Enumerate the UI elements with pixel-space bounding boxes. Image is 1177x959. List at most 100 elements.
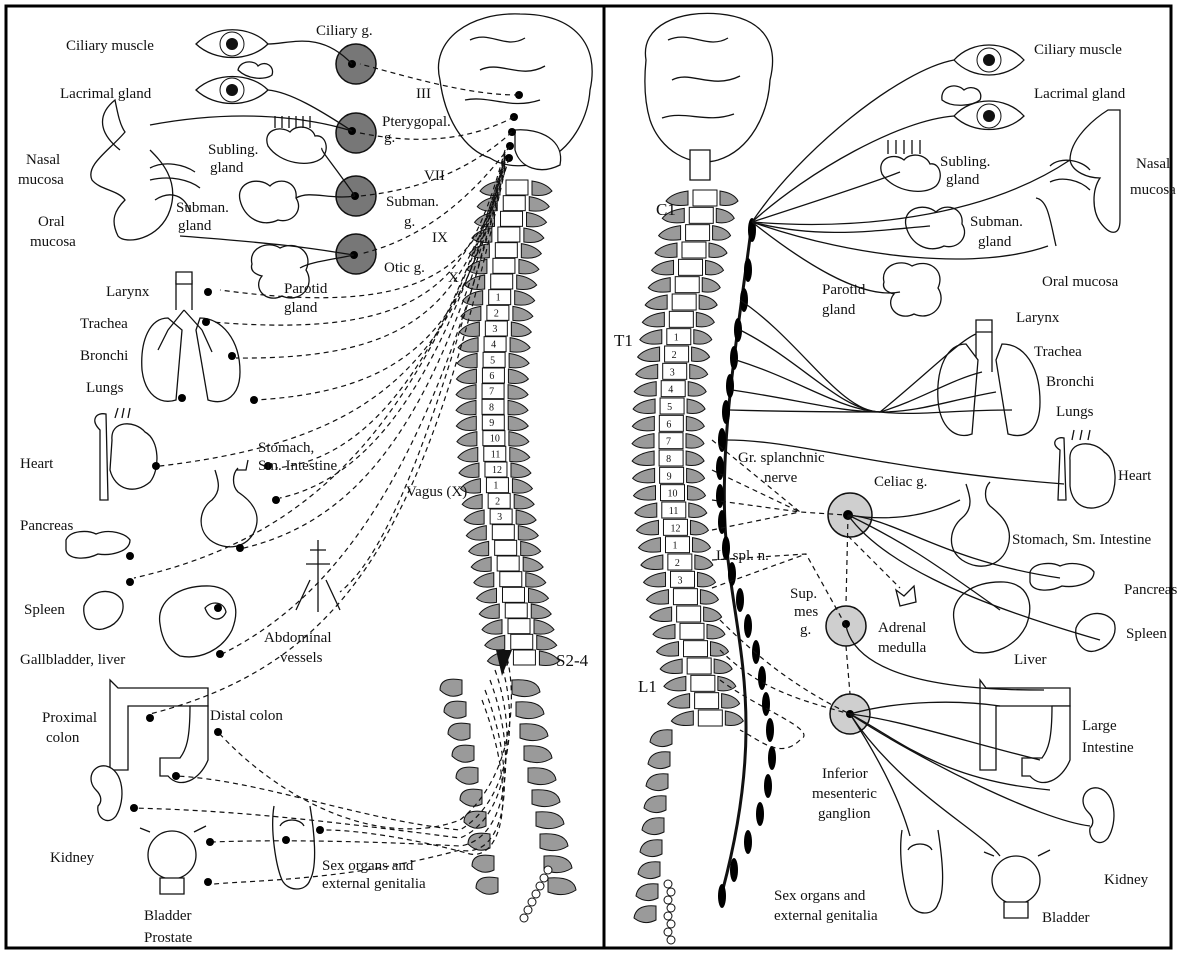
vertebral-process: [700, 590, 718, 605]
label-sex-organs-1-left: Sex organs and: [322, 858, 414, 874]
label-inferior-mes-3: ganglion: [818, 806, 871, 822]
vertebral-process: [457, 353, 477, 368]
vertebral-process: [632, 416, 654, 431]
label-lungs-right: Lungs: [1056, 404, 1094, 420]
vertebral-process: [648, 278, 670, 293]
chain-ganglion: [744, 614, 752, 638]
sacral-process: [528, 768, 556, 785]
spinal-segment: [500, 572, 522, 587]
vertebra-number: 2: [495, 496, 500, 507]
vertebra-number: 3: [678, 575, 683, 586]
chain-ganglion: [718, 884, 726, 908]
vertebral-process: [479, 604, 499, 619]
label-bladder-right: Bladder: [1042, 910, 1089, 926]
vertebral-process: [508, 385, 528, 400]
spinal-segment: [673, 589, 697, 605]
spinal-segment: [495, 243, 517, 258]
vertebral-process: [722, 694, 740, 709]
eye-lacrimal-left: [196, 62, 273, 104]
sacral-process: [642, 818, 664, 835]
label-distal-colon: Distal colon: [210, 708, 283, 724]
vertebra-number: 6: [489, 371, 494, 382]
label-large-intestine-1: Large: [1082, 718, 1117, 734]
label-stomach-1-left: Stomach,: [258, 440, 314, 456]
label-subman-g-2-left: g.: [404, 214, 415, 230]
label-gr-splanchnic-2: nerve: [764, 470, 798, 486]
sacral-process: [636, 884, 658, 901]
vertebral-process: [690, 364, 708, 379]
eye-ciliary-left: [196, 30, 268, 58]
vertebral-process: [508, 400, 528, 415]
vertebral-process: [664, 676, 686, 691]
vertebral-process: [634, 382, 656, 397]
vertebra-number: 1: [672, 541, 677, 552]
spinal-segment: [691, 675, 715, 691]
spinal-segment: [495, 540, 517, 555]
spinal-segment: [695, 693, 719, 709]
vertebral-process: [686, 416, 704, 431]
label-bladder-left: Bladder: [144, 908, 191, 924]
label-liver-right: Liver: [1014, 652, 1046, 668]
vertebra-number: 11: [491, 449, 501, 460]
vertebra-number: 1: [496, 293, 501, 304]
vertebral-process: [659, 226, 681, 241]
spinal-segment: [506, 180, 528, 195]
vertebral-process: [456, 369, 476, 384]
vertebral-process: [519, 259, 539, 274]
coccyx-segment: [667, 920, 675, 928]
label-spleen-right: Spleen: [1126, 626, 1167, 642]
vertebral-process: [510, 338, 530, 353]
vertebral-process: [509, 353, 529, 368]
vertebral-process: [657, 642, 679, 657]
vertebral-process: [713, 226, 731, 241]
vertebral-process: [526, 573, 546, 588]
vertebral-process: [686, 434, 704, 449]
label-bronchi-right: Bronchi: [1046, 374, 1094, 390]
label-sup-mes-2: mes: [794, 604, 818, 620]
sacral-process: [472, 855, 494, 872]
label-subman-2-right: gland: [978, 234, 1012, 250]
label-kidney-left: Kidney: [50, 850, 95, 866]
vertebral-process: [482, 620, 502, 635]
label-heart-right: Heart: [1118, 468, 1152, 484]
sacral-process: [548, 878, 576, 895]
label-oral-1-left: Oral: [38, 214, 65, 230]
vertebral-process: [508, 416, 528, 431]
label-kidney-right: Kidney: [1104, 872, 1149, 888]
label-inferior-mes-2: mesenteric: [812, 786, 877, 802]
label-sex-organs-1-right: Sex organs and: [774, 888, 866, 904]
vertebral-process: [508, 369, 528, 384]
vertebral-process: [692, 538, 710, 553]
label-cn-iii: III: [416, 86, 431, 102]
sacral-process: [516, 702, 544, 719]
vertebral-process: [645, 295, 667, 310]
coccyx-segment: [544, 866, 552, 874]
vertebral-process: [516, 510, 536, 525]
vertebra-number: 1: [493, 481, 498, 492]
vertebra-number: 2: [494, 308, 499, 319]
vertebral-process: [650, 607, 672, 622]
chain-ganglion: [730, 346, 738, 370]
vertebral-process: [690, 520, 708, 535]
label-s2-4: S2-4: [556, 651, 589, 670]
vertebral-process: [466, 526, 486, 541]
vertebral-process: [716, 208, 734, 223]
vertebral-process: [644, 572, 666, 587]
vertebral-process: [709, 243, 727, 258]
label-sup-mes-3: g.: [800, 622, 811, 638]
label-celiac-g: Celiac g.: [874, 474, 927, 490]
spleen-left: [84, 591, 123, 629]
chain-ganglion: [758, 666, 766, 690]
bladder-right: [984, 850, 1050, 918]
label-subman-gland-2-left: gland: [178, 218, 212, 234]
sacral-process: [476, 877, 498, 894]
vertebral-process: [527, 212, 547, 227]
eye-ciliary-right: [954, 45, 1024, 75]
vertebral-process: [686, 451, 704, 466]
vertebral-process: [646, 590, 668, 605]
vertebra-number: 4: [491, 340, 496, 351]
vertebral-process: [632, 434, 654, 449]
spinal-segment: [698, 710, 722, 726]
vertebral-process: [655, 243, 677, 258]
vertebral-process: [698, 572, 716, 587]
